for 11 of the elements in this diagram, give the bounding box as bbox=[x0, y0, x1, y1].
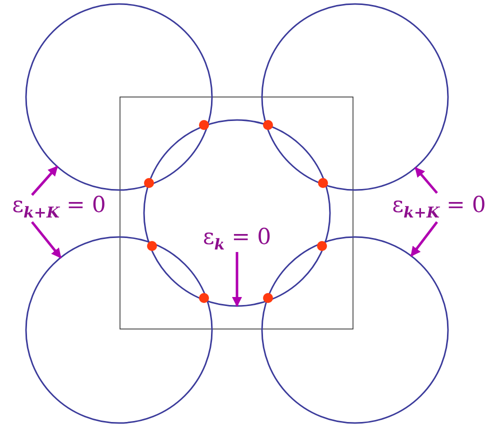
fermi-surface-contour bbox=[143, 119, 331, 307]
fermi-surface-contour bbox=[261, 3, 449, 191]
arrow bbox=[410, 221, 438, 257]
fermi-surface-contour bbox=[25, 3, 213, 191]
arrow bbox=[232, 252, 242, 307]
arrow bbox=[31, 166, 58, 196]
equation-label: ε$_{k+K}$ = 0 bbox=[380, 193, 498, 226]
equation-label: ε$_{k+K}$ = 0 bbox=[0, 193, 118, 226]
arrow bbox=[414, 166, 438, 194]
arrow bbox=[31, 221, 62, 258]
equation-label: ε$_{k}$ = 0 bbox=[188, 225, 286, 258]
